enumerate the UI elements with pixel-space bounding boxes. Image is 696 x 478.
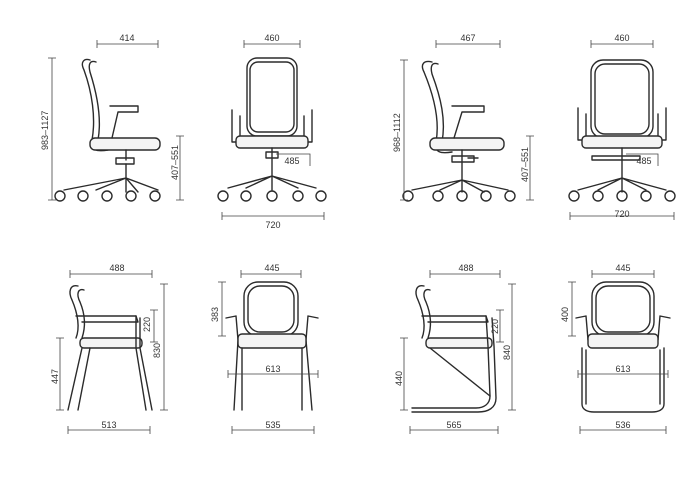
four-leg-chair-front-view <box>225 281 319 411</box>
dim-base-width-label: 720 <box>614 209 629 219</box>
swivel-chair-a-front-view <box>217 57 327 202</box>
dim-backrest-width-label: 460 <box>614 33 629 43</box>
dim-backrest-width-label: 445 <box>264 263 279 273</box>
dim-width-label: 488 <box>458 263 473 273</box>
dim-width-label: 414 <box>119 33 134 43</box>
dim-width-label: 467 <box>460 33 475 43</box>
dim-seat-height-label: 447 <box>50 369 60 384</box>
swivel-chair-a-side-dimensions: 414 983–1127 407–551 <box>40 33 184 201</box>
dim-seat-height-label: 407–551 <box>520 147 530 182</box>
dim-seat-height-label: 440 <box>394 371 404 386</box>
dim-frame-width-label: 536 <box>615 420 630 430</box>
cantilever-chair-side-view <box>411 285 497 413</box>
four-leg-chair-front-dimensions: 445 383 613 535 <box>210 263 319 434</box>
four-leg-chair-side-dimensions: 488 447 220 830 513 <box>50 263 168 434</box>
cantilever-chair-side-dimensions: 488 440 220 840 565 <box>394 263 516 434</box>
dim-backrest-width-label: 460 <box>264 33 279 43</box>
dim-total-height-label: 840 <box>502 345 512 360</box>
cantilever-chair-front-dimensions: 445 400 613 536 <box>560 263 669 434</box>
swivel-chair-a-side-view <box>54 58 161 202</box>
dim-frame-width-label: 535 <box>265 420 280 430</box>
dim-total-height-label: 830 <box>152 343 162 358</box>
swivel-chair-a-front-dimensions: 460 485 720 <box>221 33 325 230</box>
dim-seat-width-label: 613 <box>615 364 630 374</box>
dim-backrest-width-label: 445 <box>615 263 630 273</box>
dim-arm-height-label: 220 <box>490 319 500 334</box>
swivel-chair-b-side-view <box>402 60 516 202</box>
dim-seat-height-label: 407–551 <box>170 145 180 180</box>
swivel-chair-b-side-dimensions: 467 968–1112 407–551 <box>392 33 534 201</box>
four-leg-chair-side-view <box>67 285 153 411</box>
dim-foot-width-label: 565 <box>446 420 461 430</box>
dim-height-label: 968–1112 <box>392 113 402 152</box>
dim-foot-width-label: 513 <box>101 420 116 430</box>
swivel-chair-b-front-view <box>568 59 676 202</box>
dim-width-label: 488 <box>109 263 124 273</box>
dim-seat-width-label: 613 <box>265 364 280 374</box>
dim-backrest-height-label: 383 <box>210 307 220 322</box>
dim-seat-depth-label: 485 <box>636 156 651 166</box>
dim-height-label: 983–1127 <box>40 111 50 150</box>
dim-backrest-height-label: 400 <box>560 307 570 322</box>
dim-base-width-label: 720 <box>265 220 280 230</box>
cantilever-chair-front-view <box>575 281 671 413</box>
dim-seat-depth-label: 485 <box>284 156 299 166</box>
dim-arm-height-label: 220 <box>142 317 152 332</box>
swivel-chair-b-front-dimensions: 460 485 720 <box>569 33 675 220</box>
